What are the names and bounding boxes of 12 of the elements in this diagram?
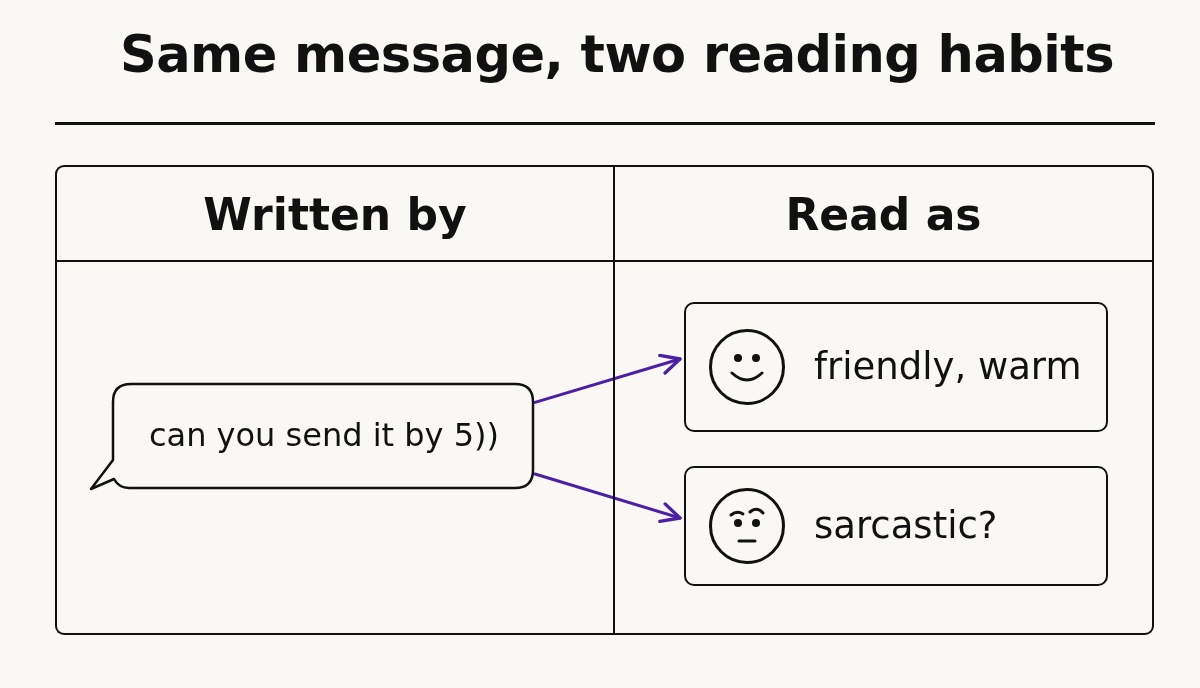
reading-label: friendly, warm — [814, 344, 1082, 390]
table-column — [55, 165, 613, 635]
column-header: Read as — [615, 167, 1152, 262]
title: Same message, two reading habits — [118, 24, 1116, 86]
speech-bubble: can you send it by 5)) — [88, 382, 535, 492]
column-header: Written by — [57, 167, 613, 262]
arrow — [533, 472, 682, 524]
arrow — [533, 353, 682, 404]
reading-card — [684, 466, 1108, 586]
reading-card — [684, 302, 1108, 432]
reading-label: sarcastic? — [814, 503, 998, 549]
table-column — [613, 165, 1154, 635]
